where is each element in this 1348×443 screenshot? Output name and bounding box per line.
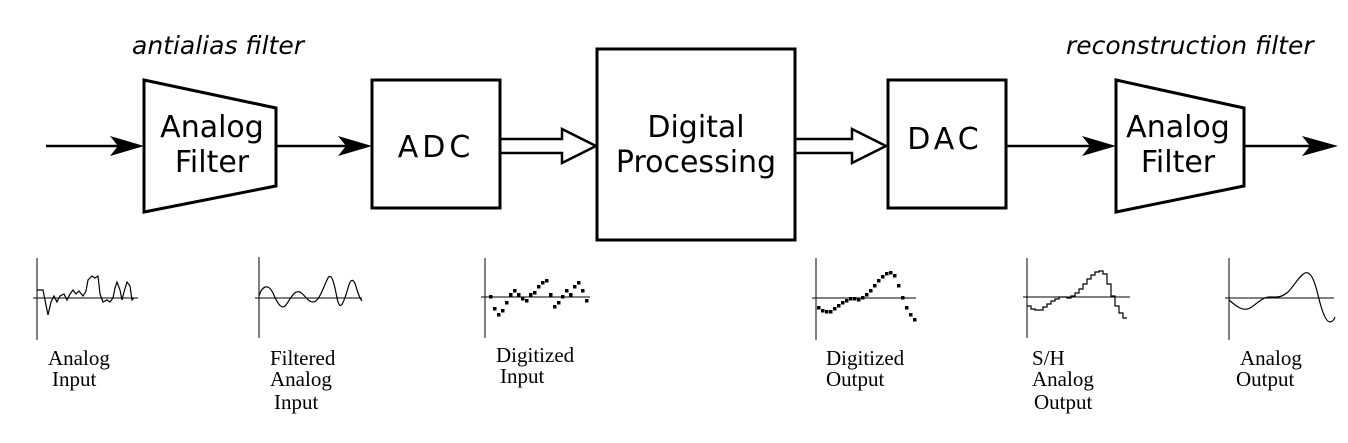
reconstruction-filter-block: Analog Filter	[1114, 78, 1246, 214]
digital-processing-label-line1: Digital	[647, 110, 744, 145]
dac-label: DAC	[907, 122, 983, 157]
svg-text:Output: Output	[826, 367, 885, 391]
adc-block: ADC	[370, 78, 502, 210]
signal-label-analog-input: Analog Input	[48, 346, 110, 391]
signal-sh-analog-output	[1023, 258, 1130, 338]
signal-label-digitized-output: Digitized Output	[826, 346, 905, 391]
input-arrow	[46, 136, 144, 156]
signal-analog-input	[33, 258, 138, 340]
svg-text:Digitized: Digitized	[826, 346, 905, 370]
signal-digitized-output	[812, 258, 917, 340]
digital-processing-block: Digital Processing	[595, 47, 797, 242]
adc-to-processing-arrow	[498, 126, 599, 166]
processing-to-dac-arrow	[793, 126, 889, 166]
reconstruction-caption: reconstruction filter	[1066, 31, 1315, 60]
svg-text:Analog: Analog	[1032, 367, 1094, 391]
signal-analog-output	[1225, 258, 1336, 340]
svg-text:Input: Input	[500, 364, 544, 388]
signal-label-sh-analog-output: S/H Analog Output	[1032, 346, 1094, 414]
dac-to-filter-arrow	[1006, 136, 1116, 156]
signal-label-digitized-input: Digitized Input	[496, 343, 575, 388]
antialias-filter-label-line1: Analog	[160, 110, 264, 145]
reconstruction-filter-label-line2: Filter	[1141, 145, 1216, 180]
svg-text:Input: Input	[274, 390, 318, 414]
signal-label-analog-output: Analog Output	[1236, 346, 1302, 391]
output-arrow	[1244, 136, 1338, 156]
svg-text:Analog: Analog	[270, 367, 332, 391]
antialias-filter-block: Analog Filter	[142, 78, 278, 214]
svg-text:S/H: S/H	[1032, 346, 1065, 370]
svg-text:Output: Output	[1236, 367, 1295, 391]
digital-processing-label-line2: Processing	[616, 145, 776, 180]
svg-text:Filtered: Filtered	[270, 346, 336, 370]
svg-text:Digitized: Digitized	[496, 343, 575, 367]
reconstruction-filter-label-line1: Analog	[1126, 110, 1230, 145]
antialias-caption: antialias filter	[132, 31, 306, 60]
signal-filtered-analog-input	[255, 257, 363, 338]
svg-text:Analog: Analog	[48, 346, 110, 370]
filter-to-adc-arrow	[276, 136, 372, 156]
antialias-filter-label-line2: Filter	[175, 145, 250, 180]
svg-text:Input: Input	[52, 367, 96, 391]
dac-block: DAC	[886, 78, 1008, 210]
svg-text:Analog: Analog	[1240, 346, 1302, 370]
svg-text:Output: Output	[1034, 390, 1093, 414]
adc-label: ADC	[398, 130, 475, 165]
signal-digitized-input	[481, 258, 590, 338]
signal-label-filtered-analog-input: Filtered Analog Input	[270, 346, 336, 414]
